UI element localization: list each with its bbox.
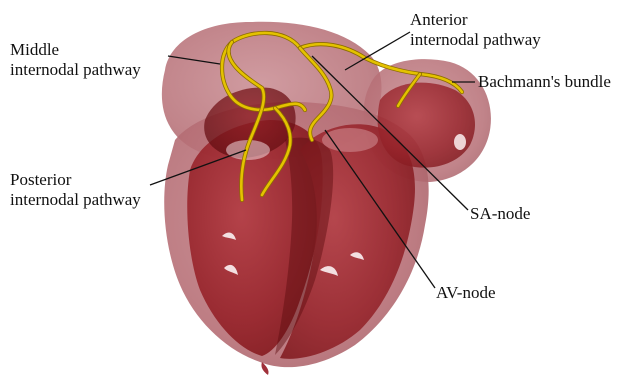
label-sa-node-text: SA-node xyxy=(470,204,530,224)
label-av-node: AV-node xyxy=(436,283,496,303)
label-posterior-line1: Posterior xyxy=(10,170,141,190)
label-bachmann-text: Bachmann's bundle xyxy=(478,72,611,92)
vein-opening xyxy=(454,134,466,150)
label-sa-node: SA-node xyxy=(470,204,530,224)
label-anterior-line2: internodal pathway xyxy=(410,30,541,50)
label-posterior-pathway: Posterior internodal pathway xyxy=(10,170,141,210)
label-bachmann-bundle: Bachmann's bundle xyxy=(478,72,611,92)
valve-opening-right xyxy=(322,128,378,152)
label-middle-line1: Middle xyxy=(10,40,141,60)
label-middle-line2: internodal pathway xyxy=(10,60,141,80)
label-posterior-line2: internodal pathway xyxy=(10,190,141,210)
label-anterior-line1: Anterior xyxy=(410,10,541,30)
label-middle-pathway: Middle internodal pathway xyxy=(10,40,141,80)
label-av-node-text: AV-node xyxy=(436,283,496,303)
label-anterior-pathway: Anterior internodal pathway xyxy=(410,10,541,50)
right-atrium-inner xyxy=(378,83,475,168)
